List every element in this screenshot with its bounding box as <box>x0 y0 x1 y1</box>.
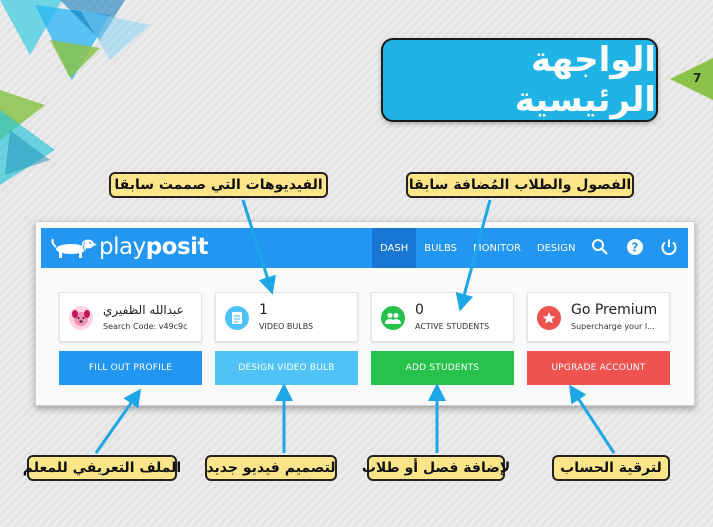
active-students-count: 0 <box>415 302 424 318</box>
decorative-triangles <box>0 0 150 185</box>
playposit-logo[interactable]: playposit <box>49 234 209 260</box>
go-premium-subtitle: Supercharge your l... <box>571 322 655 331</box>
profile-search-code: Search Code: v49c9c <box>103 322 188 331</box>
slide-title: الواجهة الرئيسية <box>381 38 658 122</box>
go-premium-card[interactable]: Go Premium Supercharge your l... <box>527 292 670 342</box>
fill-out-profile-button[interactable]: FILL OUT PROFILE <box>59 351 202 385</box>
video-bulbs-label: VIDEO BULBS <box>259 322 314 331</box>
playposit-dashboard: playposit DASH BULBS MONITOR DESIGN ? <box>35 221 695 406</box>
search-icon[interactable] <box>591 238 609 256</box>
star-icon <box>537 306 561 330</box>
nav-menu: DASH BULBS MONITOR DESIGN <box>372 228 583 268</box>
power-icon[interactable] <box>660 238 678 256</box>
profile-name: عبدالله الظفيري <box>103 303 184 317</box>
nav-monitor[interactable]: MONITOR <box>473 242 521 254</box>
help-icon[interactable]: ? <box>626 238 644 256</box>
active-students-card[interactable]: 0 ACTIVE STUDENTS <box>371 292 514 342</box>
page-number: 7 <box>693 71 702 85</box>
video-bulbs-card[interactable]: 1 VIDEO BULBS <box>215 292 358 342</box>
arrow-to-upgrade-account <box>569 384 616 454</box>
callout-upgrade: لترقية الحساب <box>552 455 670 481</box>
callout-add-class: لإضافة فصل أو طلاب <box>362 455 510 481</box>
video-bulbs-count: 1 <box>259 302 268 318</box>
nav-bulbs[interactable]: BULBS <box>424 242 458 254</box>
upgrade-account-button[interactable]: UPGRADE ACCOUNT <box>527 351 670 385</box>
callout-videos-made: الفيديوهات التي صممت سابقا <box>109 172 328 198</box>
callout-classes-students: الفصول والطلاب المُضافة سابقا <box>406 172 634 198</box>
logo-play: play <box>99 234 146 260</box>
active-students-label: ACTIVE STUDENTS <box>415 322 490 331</box>
dachshund-icon <box>51 238 97 258</box>
people-icon <box>381 306 405 330</box>
pink-dog-avatar-icon <box>69 306 93 330</box>
document-icon <box>225 306 249 330</box>
go-premium-title: Go Premium <box>571 302 658 318</box>
nav-design[interactable]: DESIGN <box>536 242 576 254</box>
callout-teacher-profile: الملف التعريفي للمعلم <box>23 455 181 481</box>
add-students-button[interactable]: ADD STUDENTS <box>371 351 514 385</box>
callout-design-video: لتصميم فيديو جديد <box>205 455 337 481</box>
profile-card[interactable]: عبدالله الظفيري Search Code: v49c9c <box>59 292 202 342</box>
svg-text:?: ? <box>632 241 639 255</box>
arrow-to-fill-out-profile <box>94 388 142 454</box>
nav-dash[interactable]: DASH <box>372 228 417 268</box>
logo-posit: posit <box>145 234 209 260</box>
design-video-bulb-button[interactable]: DESIGN VIDEO BULB <box>215 351 358 385</box>
navbar: playposit DASH BULBS MONITOR DESIGN ? <box>41 228 688 268</box>
arrow-to-video-bulbs <box>241 199 276 295</box>
arrow-to-active-students <box>455 199 492 312</box>
